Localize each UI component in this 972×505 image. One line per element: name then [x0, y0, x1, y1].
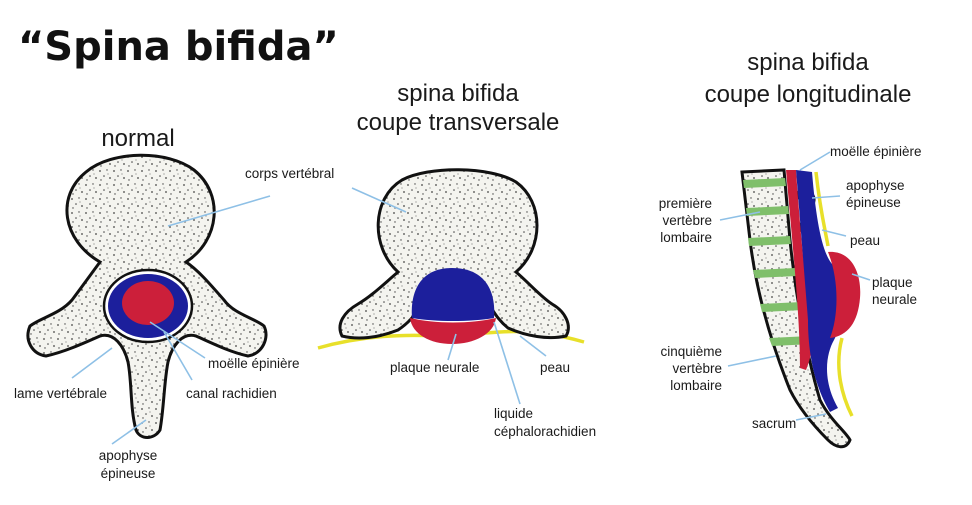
label-peau-transversale: peau	[540, 360, 570, 375]
label-premiere-3: lombaire	[660, 230, 712, 245]
longitudinale-meninges	[796, 170, 843, 412]
label-premiere-2: vertèbre	[662, 213, 712, 228]
transversale-meninges	[411, 268, 495, 321]
label-cinquieme-3: lombaire	[670, 378, 722, 393]
label-apophyse-normal-2: épineuse	[101, 466, 156, 481]
label-liquide-1: liquide	[494, 406, 533, 421]
longitudinale-skin-upper	[814, 171, 830, 247]
label-cinquieme-1: cinquième	[660, 344, 722, 359]
heading-transversale-2: coupe transversale	[357, 109, 560, 136]
longitudinale-skin-lower	[837, 337, 854, 417]
label-apophyse-normal-1: apophyse	[99, 448, 158, 463]
transversale-neural-plate	[410, 318, 496, 344]
panel-longitudinale: spina bifida coupe longitudinale	[659, 49, 922, 449]
label-peau-longitudinale: peau	[850, 233, 880, 248]
normal-spinal-cord	[122, 281, 174, 325]
label-cinquieme-2: vertèbre	[672, 361, 722, 376]
heading-longitudinale-1: spina bifida	[747, 49, 869, 76]
label-plaque-longi-2: neurale	[872, 292, 917, 307]
label-plaque-longi-1: plaque	[872, 275, 913, 290]
label-corps-vertebral: corps vertébral	[245, 166, 334, 181]
panel-normal: normal corps vertébral moëlle épinière l…	[14, 125, 334, 481]
label-moelle-normal: moëlle épinière	[208, 356, 300, 371]
heading-longitudinale-2: coupe longitudinale	[705, 81, 912, 108]
label-apophyse-longi-1: apophyse	[846, 178, 905, 193]
heading-normal: normal	[101, 125, 174, 152]
transversale-vertebra	[338, 168, 570, 340]
longitudinale-spinal-cord	[786, 170, 813, 370]
label-moelle-longitudinale: moëlle épinière	[830, 144, 922, 159]
label-liquide-2: céphalorachidien	[494, 424, 596, 439]
label-plaque-neurale-transversale: plaque neurale	[390, 360, 479, 375]
label-canal-rachidien: canal rachidien	[186, 386, 277, 401]
heading-transversale-1: spina bifida	[397, 80, 519, 107]
panel-transversale: spina bifida coupe transversale plaque n…	[317, 80, 596, 439]
label-lame-vertebrale: lame vertébrale	[14, 386, 107, 401]
longitudinale-neural-plate	[828, 251, 861, 338]
label-apophyse-longi-2: épineuse	[846, 195, 901, 210]
main-title: “Spina bifida”	[18, 24, 339, 70]
label-premiere-1: première	[659, 196, 712, 211]
label-sacrum: sacrum	[752, 416, 796, 431]
